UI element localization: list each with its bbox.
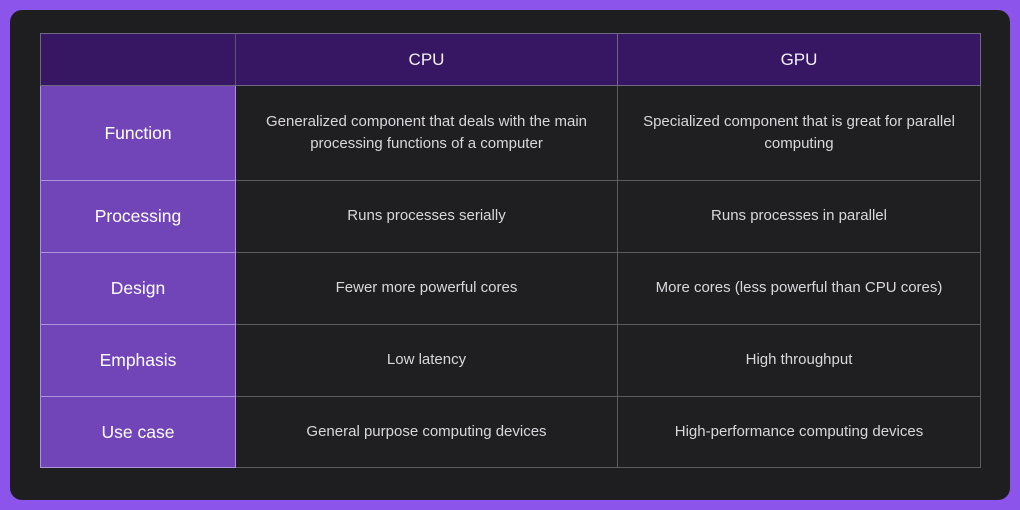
- cell-gpu-processing: Runs processes in parallel: [617, 180, 981, 253]
- table-row-emphasis: Emphasis Low latency High throughput: [40, 324, 981, 397]
- corner-cell: [40, 33, 236, 86]
- row-label-usecase: Use case: [40, 396, 236, 468]
- row-label-design: Design: [40, 252, 236, 325]
- cell-gpu-function: Specialized component that is great for …: [617, 85, 981, 181]
- row-label-processing: Processing: [40, 180, 236, 253]
- cell-gpu-usecase: High-performance computing devices: [617, 396, 981, 468]
- cpu-gpu-comparison-table: CPU GPU Function Generalized component t…: [40, 33, 981, 468]
- cell-cpu-function: Generalized component that deals with th…: [235, 85, 618, 181]
- table-row-function: Function Generalized component that deal…: [40, 85, 981, 181]
- cell-cpu-design: Fewer more powerful cores: [235, 252, 618, 325]
- column-header-cpu: CPU: [235, 33, 618, 86]
- cell-cpu-processing: Runs processes serially: [235, 180, 618, 253]
- cell-gpu-emphasis: High throughput: [617, 324, 981, 397]
- row-label-function: Function: [40, 85, 236, 181]
- cell-gpu-design: More cores (less powerful than CPU cores…: [617, 252, 981, 325]
- table-header-row: CPU GPU: [40, 33, 981, 86]
- cell-cpu-emphasis: Low latency: [235, 324, 618, 397]
- row-label-emphasis: Emphasis: [40, 324, 236, 397]
- table-row-design: Design Fewer more powerful cores More co…: [40, 252, 981, 325]
- cell-cpu-usecase: General purpose computing devices: [235, 396, 618, 468]
- table-row-processing: Processing Runs processes serially Runs …: [40, 180, 981, 253]
- table-row-usecase: Use case General purpose computing devic…: [40, 396, 981, 468]
- dark-panel: CPU GPU Function Generalized component t…: [10, 10, 1010, 500]
- column-header-gpu: GPU: [617, 33, 981, 86]
